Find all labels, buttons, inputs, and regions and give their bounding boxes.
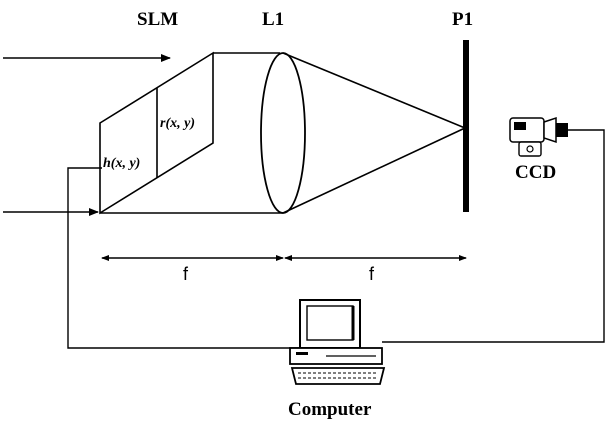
- computer-icon: [289, 299, 386, 385]
- ccd-camera-icon: [509, 116, 568, 157]
- input-cable: [67, 167, 300, 349]
- focal-length-label-2: f: [369, 264, 375, 284]
- slm-panel: [99, 51, 214, 215]
- converging-beam-top: [282, 52, 466, 129]
- lens-l1: [260, 52, 306, 214]
- plane-label: P1: [452, 9, 473, 30]
- computer-label: Computer: [288, 399, 372, 420]
- ccd-cable: [382, 129, 605, 343]
- ccd-label: CCD: [515, 162, 556, 183]
- focal-length-label-1: f: [183, 264, 189, 284]
- converging-beam-bottom: [282, 127, 466, 214]
- lens-label: L1: [262, 9, 284, 30]
- input-function-label: h(x, y): [103, 156, 140, 171]
- slm-label: SLM: [137, 9, 178, 30]
- reference-function-label: r(x, y): [160, 116, 195, 131]
